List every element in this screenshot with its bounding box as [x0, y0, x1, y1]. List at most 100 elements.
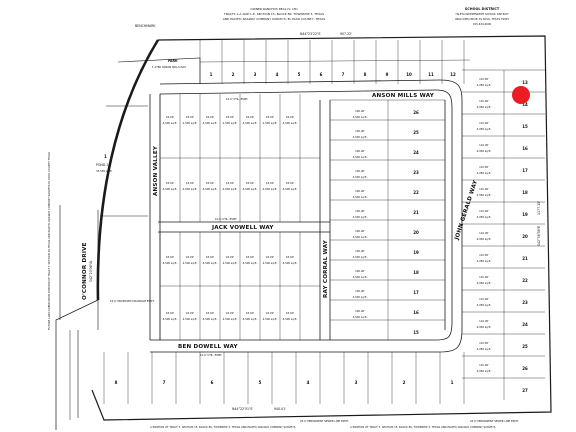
lot-number: 8: [115, 380, 118, 385]
lot-area-label: 4,950 sq.ft.: [477, 127, 492, 131]
lot-area-label: 4,950 sq.ft.: [477, 171, 492, 175]
lot-number: 1: [210, 72, 213, 77]
lot-number: 16: [522, 146, 528, 151]
lot-area-label: 4,500 sq.ft.: [183, 187, 198, 191]
lot-depth-label: 100.00': [355, 229, 365, 233]
lot-depth-label: 100.00': [355, 149, 365, 153]
lot-area-label: 4,500 sq.ft.: [353, 135, 368, 139]
street-label-anson-mills: ANSON MILLS WAY: [372, 93, 435, 99]
lot-number: 7: [342, 72, 345, 77]
location-marker[interactable]: [512, 86, 530, 104]
lot-number: 5: [298, 72, 301, 77]
lot-width-label: 45.00': [226, 181, 234, 185]
lot-width-label: 45.00': [166, 115, 174, 119]
lot-line: [199, 59, 471, 63]
lot-area-label: 4,500 sq.ft.: [223, 317, 238, 321]
portion-note-right: A PORTION OF TRACT 3, SECTION 15, BLOCK …: [350, 425, 496, 429]
lot-depth-label: 100.00': [355, 309, 365, 313]
park-area: 1.2780 ANSON MILLS WAY: [152, 65, 186, 69]
lot-number: 10: [406, 72, 412, 77]
lot-number: 3: [355, 380, 358, 385]
lot-area-label: 4,500 sq.ft.: [353, 295, 368, 299]
bottom-bearing: N44°22'51"E: [232, 407, 253, 411]
utility-easement-top: 10.0' UTIL. ESMT.: [226, 97, 248, 101]
lot-depth-label: 100.00': [355, 269, 365, 273]
lot-area-label: 4,500 sq.ft.: [183, 121, 198, 125]
lot-depth-label: 110.00': [479, 231, 489, 235]
lot-number: 8: [364, 72, 367, 77]
lot-width-label: 45.00': [266, 311, 274, 315]
lot-number: 6: [211, 380, 214, 385]
lot-number: 23: [522, 300, 528, 305]
lot-area-label: 4,950 sq.ft.: [477, 149, 492, 153]
east-distance: 1177.15': [537, 201, 541, 215]
lot-number: 23: [413, 170, 419, 175]
lot-area-label: 4,950 sq.ft.: [477, 215, 492, 219]
lot-number: 9: [386, 72, 389, 77]
street-label-jack-vowell: JACK VOWELL WAY: [211, 225, 274, 231]
lot-width-label: 45.00': [286, 255, 294, 259]
lot-depth-label: 110.00': [479, 121, 489, 125]
lot-area-label: 4,500 sq.ft.: [203, 187, 218, 191]
drainage-easement: 10.0' PROPOSED DRAINAGE ESMT.: [110, 299, 155, 303]
lot-number: 22: [522, 278, 528, 283]
lot-area-label: 4,950 sq.ft.: [477, 193, 492, 197]
pond-label: POND 1: [96, 163, 108, 167]
lot-area-label: 4,500 sq.ft.: [283, 317, 298, 321]
lot-number: 20: [413, 230, 419, 235]
lot-number: 17: [522, 168, 528, 173]
lot-width-label: 45.00': [246, 255, 254, 259]
lot-number: 15: [413, 330, 419, 335]
lot-depth-label: 100.00': [355, 249, 365, 253]
lot-area-label: 4,500 sq.ft.: [263, 187, 278, 191]
lot-depth-label: 110.00': [479, 319, 489, 323]
lot-depth-label: 100.00': [355, 189, 365, 193]
lot-dimension-labels: 45.00' 4,500 sq.ft. 45.00' 4,500 sq.ft. 45.0…: [163, 77, 492, 373]
lot-area-label: 4,500 sq.ft.: [163, 187, 178, 191]
lot-area-label: 4,500 sq.ft.: [163, 317, 178, 321]
lot-area-label: 4,500 sq.ft.: [353, 235, 368, 239]
lot-width-label: 45.00': [186, 255, 194, 259]
lot-area-label: 4,500 sq.ft.: [243, 317, 258, 321]
lot-width-label: 45.00': [186, 181, 194, 185]
lot-number: 2: [403, 380, 406, 385]
top-bearing: N44°23'22"E: [300, 32, 321, 36]
lot-area-label: 4,500 sq.ft.: [283, 261, 298, 265]
lot-width-label: 45.00': [246, 115, 254, 119]
lot-area-label: 4,500 sq.ft.: [163, 121, 178, 125]
lot-width-label: 45.00': [166, 181, 174, 185]
lot-number: 16: [413, 310, 419, 315]
lot-number: 1: [451, 380, 454, 385]
lot-depth-label: 110.00': [479, 77, 489, 81]
lot-number: 12: [450, 72, 456, 77]
lot-number: 17: [413, 290, 419, 295]
lot-area-label: 4,500 sq.ft.: [243, 261, 258, 265]
lot-width-label: 45.00': [206, 181, 214, 185]
lot-grid: [103, 40, 545, 404]
lot-number: 13: [522, 80, 528, 85]
park-label: PARK: [168, 59, 178, 63]
lot-area-label: 4,950 sq.ft.: [477, 347, 492, 351]
lot-depth-label: 100.00': [355, 289, 365, 293]
lot-number: 4: [276, 72, 279, 77]
east-bearing: S42°38'38"E: [537, 226, 541, 246]
lot-number: 2: [232, 72, 235, 77]
pond-area: 33,505 sq.ft.: [96, 169, 113, 173]
school-district-name: YSLETA INDEPENDENT SCHOOL DISTRICT: [455, 12, 509, 16]
lot-width-label: 45.00': [166, 255, 174, 259]
lot-area-label: 4,500 sq.ft.: [283, 187, 298, 191]
lot-number: 22: [413, 190, 419, 195]
lot-width-label: 45.00': [226, 115, 234, 119]
lot-area-label: 4,500 sq.ft.: [203, 121, 218, 125]
lot-number: 7: [163, 380, 166, 385]
lot-number: 18: [413, 270, 419, 275]
lot-area-label: 4,500 sq.ft.: [183, 317, 198, 321]
lot-number: 15: [522, 124, 528, 129]
street-label-anson-valley: ANSON VALLEY: [153, 145, 159, 196]
owner-text: OWNER RANCHOS REAL IV, LTD: [250, 7, 298, 11]
lot-area-label: 4,950 sq.ft.: [477, 325, 492, 329]
lot-width-label: 45.00': [206, 255, 214, 259]
